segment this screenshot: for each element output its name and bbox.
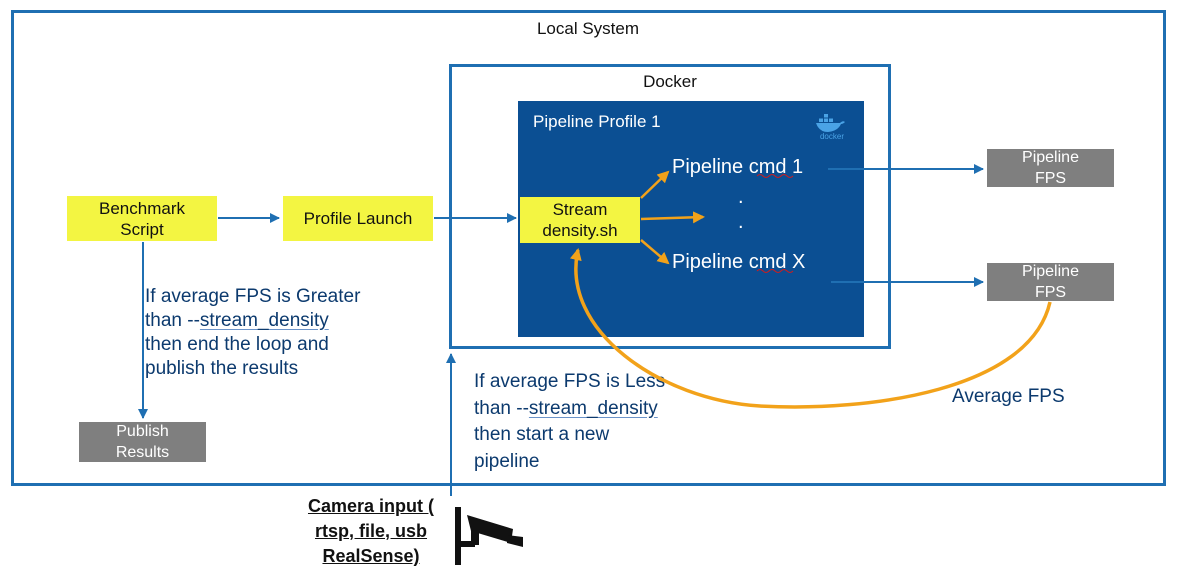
note-less: If average FPS is Less than --stream_den… (474, 369, 774, 475)
security-camera-icon (455, 507, 530, 565)
note-greater-line3: then end the loop and (145, 334, 329, 355)
benchmark-script-line1: Benchmark (99, 198, 185, 218)
publish-results-line1: Publish (116, 423, 169, 440)
publish-results-box: Publish Results (79, 422, 206, 462)
docker-logo-text: docker (819, 132, 844, 141)
note-less-line2: than --stream_density (474, 397, 658, 419)
profile-launch-label: Profile Launch (303, 209, 413, 228)
arrow-stream-to-dots (640, 211, 705, 224)
feedback-average-fps-curve (569, 248, 1052, 409)
pipeline-cmd-first: Pipeline cmd 1 (672, 156, 804, 178)
pipeline-cmd-last: Pipeline cmd X (672, 251, 806, 273)
camera-input-line3: RealSense) (322, 546, 420, 566)
note-greater-line1: If average FPS is Greater (145, 286, 361, 307)
pipeline-cmd-dot-1: . (738, 186, 744, 208)
pipeline-profile-title: Pipeline Profile 1 (533, 112, 661, 131)
note-less-line4: pipeline (474, 450, 540, 472)
note-greater-term: stream_density (199, 310, 329, 331)
note-less-line1: If average FPS is Less (474, 371, 666, 392)
spellcheck-squiggle-cmd-first (756, 174, 794, 178)
camera-input-label: Camera input ( rtsp, file, usb RealSense… (290, 494, 452, 569)
note-less-term: stream_density (528, 397, 658, 419)
local-system-frame (11, 10, 1166, 486)
spellcheck-squiggle-cmd-last (756, 269, 794, 273)
arrow-stream-to-cmd-last (640, 239, 670, 265)
pipeline-fps-top-line2: FPS (1034, 170, 1067, 187)
pipeline-fps-bottom-line2: FPS (1034, 284, 1067, 301)
pipeline-fps-top-box: Pipeline FPS (987, 149, 1114, 187)
camera-input-line1: Camera input ( (307, 496, 435, 516)
pipeline-cmd-dot-2: . (738, 211, 744, 233)
arrow-stream-to-cmd-first (640, 170, 670, 199)
note-greater-line4: publish the results (145, 358, 299, 379)
profile-launch-box: Profile Launch (283, 196, 433, 241)
pipeline-fps-bottom-box: Pipeline FPS (987, 263, 1114, 301)
pipeline-fps-top-line1: Pipeline (1022, 149, 1079, 166)
stream-density-line2: density.sh (542, 221, 618, 240)
publish-results-line2: Results (115, 444, 170, 461)
stream-density-line1: Stream (552, 200, 608, 219)
docker-frame (449, 64, 891, 349)
benchmark-script-line2: Script (120, 219, 164, 239)
note-greater-line2: than --stream_density (145, 310, 329, 331)
average-fps-label: Average FPS (952, 386, 1065, 407)
local-system-title: Local System (536, 19, 640, 38)
camera-input-line2: rtsp, file, usb (314, 521, 428, 541)
docker-whale-icon: docker (814, 112, 850, 142)
note-greater: If average FPS is Greater than --stream_… (145, 285, 445, 381)
docker-title: Docker (643, 72, 697, 91)
pipeline-fps-bottom-line1: Pipeline (1022, 263, 1079, 280)
note-less-line3: then start a new (474, 424, 610, 445)
stream-density-box: Stream density.sh (520, 197, 640, 243)
benchmark-script-box: Benchmark Script (67, 196, 217, 241)
